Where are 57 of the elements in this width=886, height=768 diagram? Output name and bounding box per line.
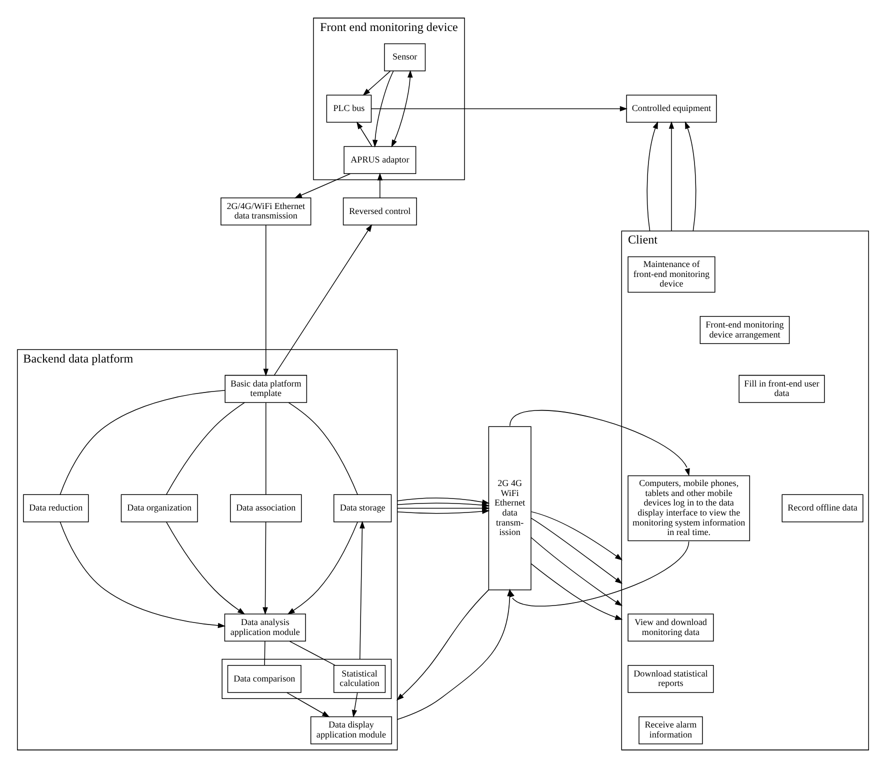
arrow [294,173,351,198]
arrow [262,522,268,615]
arrow [166,522,246,615]
arrow [646,121,658,232]
arrow [286,692,330,718]
node-box: Front-end monitoring device arrangement [700,316,790,344]
arrow [509,410,690,476]
node-box: Sensor [384,43,426,72]
node-box: Controlled equipment [626,94,717,123]
cluster [222,658,392,699]
arrow [362,70,391,96]
connector [264,641,266,666]
arrow [274,224,372,376]
connector [60,390,226,495]
arrow [509,541,690,606]
node-box: Statistical calculation [333,664,386,693]
node-box: View and download monitoring data [628,614,714,642]
node-box: Data organization [120,494,198,522]
node-box: Fill in front-end user data [738,374,825,403]
arrow [352,692,358,718]
node-box: Data storage [333,494,392,522]
node-box: Basic data platform template [224,374,308,403]
node-box: Download statistical reports [628,664,714,693]
arrow [530,518,623,584]
arrow [391,70,413,148]
connector [166,402,245,495]
arrow [396,498,490,505]
arrow [372,70,394,148]
node-box: 2G 4G WiFi Ethernet data transm- ission [488,426,532,590]
arrow [530,563,623,620]
arrow [356,122,372,146]
arrow [668,121,674,232]
arrow [370,106,628,112]
node-box: APRUS adaptor [344,146,416,174]
connector [288,402,358,495]
node-box: Data reduction [23,494,89,522]
connector [289,640,336,666]
node-box: Reversed control [342,197,417,226]
arrow [287,522,358,615]
node-box: Data association [230,494,302,522]
arrow [530,511,623,560]
node-box: Data display application module [310,716,392,744]
arrow [396,589,490,701]
node-box: Receive alarm information [638,716,703,744]
arrow [684,121,696,232]
node-box: Data analysis application module [224,614,306,642]
node-box: PLC bus [326,94,372,123]
arrow [60,521,226,628]
node-box: 2G/4G/WiFi Ethernet data transmission [220,197,312,226]
node-box: Computers, mobile phones, tablets and other mobile devices log in to the data display interface to view the monitoring system information in real time. [628,475,750,542]
arrow [377,172,383,198]
node-box: Data comparison [227,664,302,693]
arrow [263,224,269,376]
arrow [530,537,623,606]
arrow [360,520,365,660]
node-box: Maintenance of front-end monitoring device [628,256,716,293]
node-box: Record offline data [782,494,864,522]
